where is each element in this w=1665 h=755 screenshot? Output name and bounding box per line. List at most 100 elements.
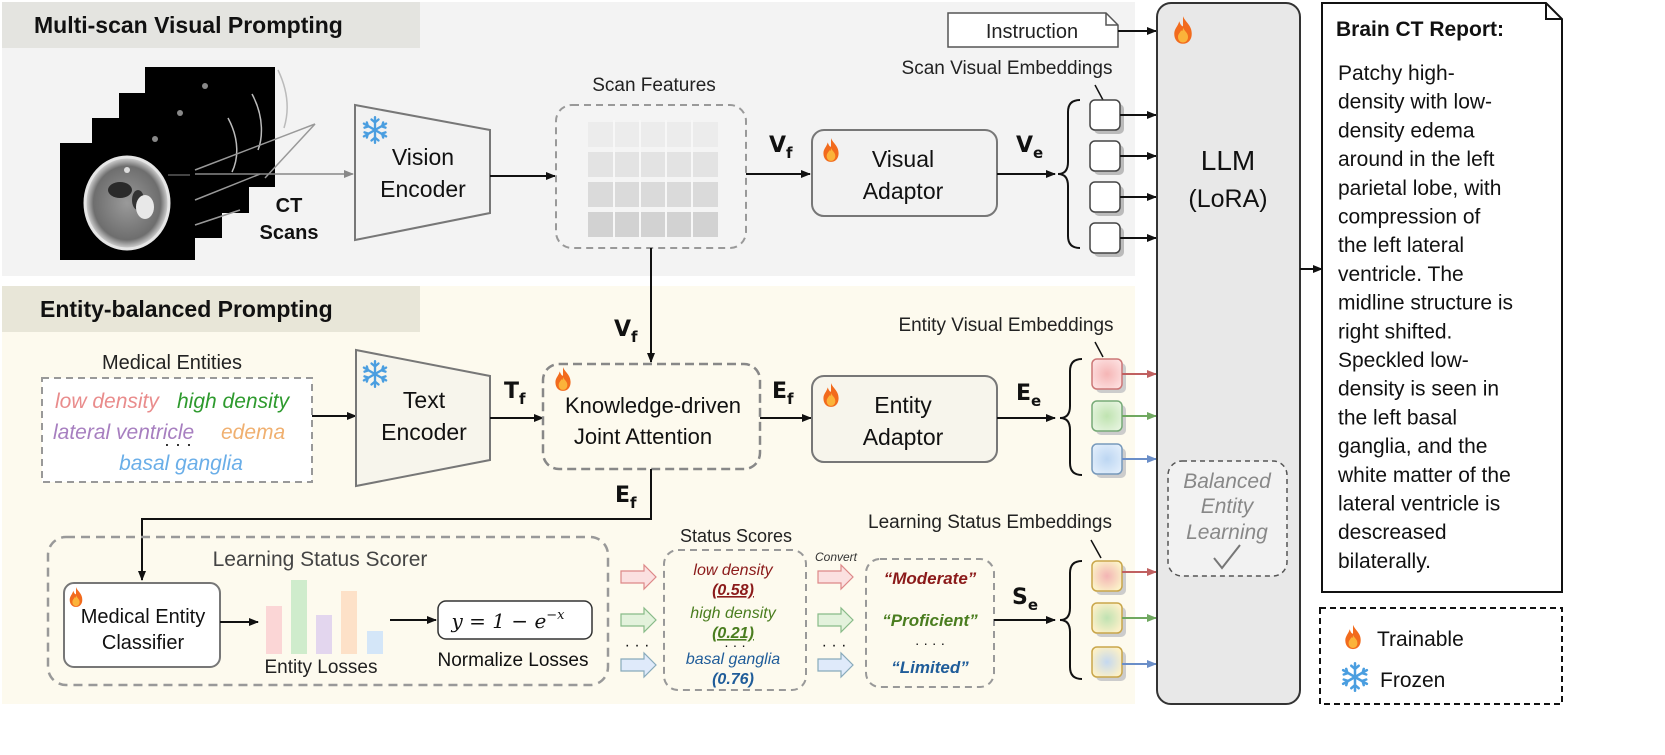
svg-text:· · ·: · · · [625, 637, 650, 654]
status-label: “Limited” [891, 658, 969, 677]
report-line: right shifted. [1338, 320, 1452, 343]
report-line: lateral ventricle is [1338, 493, 1500, 516]
status-embeddings-brace [1059, 560, 1083, 680]
checkmark-icon [1213, 544, 1241, 570]
entity-ellipsis: · · · [164, 434, 192, 454]
entity-high-density: high density [177, 390, 291, 413]
status-score-value: (0.76) [712, 671, 754, 688]
report-line: descreased [1338, 521, 1447, 544]
symbol-ef-right: Ef [772, 379, 794, 408]
section-title-multi-scan: Multi-scan Visual Prompting [34, 12, 343, 38]
convert-label: Convert [815, 550, 858, 564]
report-text: Patchy high-density with low-density ede… [1337, 62, 1513, 573]
scan-embeddings-brace [1057, 99, 1081, 249]
text-encoder-label-1: Text [403, 387, 446, 413]
report-line: bilaterally. [1338, 550, 1431, 573]
status-scores-list: low density(0.58)high density(0.21)basal… [686, 562, 780, 688]
report-line: ganglia, and the [1338, 435, 1487, 458]
report-line: the left lateral [1338, 234, 1464, 257]
symbol-se: Se [1012, 585, 1038, 614]
loss-bar-edema [341, 591, 357, 654]
scan-visual-embedding-tokens [1089, 99, 1157, 257]
learning-status-scorer-title: Learning Status Scorer [213, 548, 428, 571]
status-scores-title: Status Scores [680, 526, 792, 546]
report-line: compression of [1338, 206, 1481, 229]
balanced-entity-learning-box [1167, 460, 1288, 577]
kdja-label-2: Joint Attention [574, 424, 712, 449]
medical-entity-classifier-block [63, 582, 221, 668]
report-line: ventricle. The [1338, 263, 1464, 286]
text-encoder-block [355, 348, 491, 488]
status-score-ellipsis: · · · [724, 637, 746, 653]
instruction-label: Instruction [986, 21, 1078, 43]
medical-entities-title: Medical Entities [102, 352, 242, 374]
entity-adaptor-label-1: Entity [874, 392, 932, 418]
entity-visual-embedding-tokens [1091, 358, 1157, 478]
report-title: Brain CT Report: [1336, 18, 1504, 41]
legend-frozen: Frozen [1380, 669, 1445, 692]
kdja-label-1: Knowledge-driven [565, 393, 741, 418]
scorer-output-arrows: · · · [620, 563, 657, 679]
entity-adaptor-label-2: Adaptor [863, 424, 944, 450]
report-line: around in the left [1338, 148, 1495, 171]
status-label: “Proficient” [882, 611, 978, 630]
normalize-losses-label: Normalize Losses [438, 650, 589, 671]
entity-basal-ganglia: basal ganglia [119, 452, 243, 475]
loss-bar-low-density [266, 606, 282, 654]
balanced-label-3: Learning [1186, 521, 1268, 544]
symbol-ef-down: Ef [615, 483, 637, 512]
lora-label: (LoRA) [1188, 185, 1267, 213]
report-line: Speckled low- [1338, 349, 1469, 372]
report-line: density is seen in [1338, 378, 1499, 401]
symbol-tf: Tf [504, 379, 526, 408]
ct-scans-label-line1: CT [276, 195, 303, 217]
brain-image [83, 155, 171, 251]
report-line: density edema [1338, 119, 1475, 142]
symbol-ee: Ee [1016, 381, 1041, 410]
entity-low-density: low density [55, 390, 160, 413]
scan-features-title: Scan Features [592, 75, 716, 96]
normalize-formula: y = 1 − e−x [450, 608, 565, 633]
svg-text:· · ·: · · · [822, 637, 847, 654]
text-encoder-label-2: Encoder [381, 419, 467, 445]
visual-adaptor-label-2: Adaptor [863, 178, 944, 204]
learning-status-scorer-box [46, 535, 610, 687]
status-score-entity: basal ganglia [686, 651, 780, 668]
classifier-label-2: Classifier [102, 632, 185, 654]
loss-bar-lateral-ventricle [316, 615, 332, 654]
entity-edema: edema [221, 421, 285, 444]
status-labels-box [865, 558, 995, 688]
report-line: midline structure is [1338, 292, 1513, 315]
scan-feature-grid [588, 120, 718, 239]
report-line: Patchy high- [1338, 62, 1455, 85]
convert-arrows: · · · [817, 563, 854, 679]
status-label: “Moderate” [884, 569, 977, 588]
status-score-value: (0.21) [712, 625, 754, 642]
classifier-label-1: Medical Entity [81, 606, 206, 628]
scan-visual-embeddings-title: Scan Visual Embeddings [902, 58, 1113, 79]
report-line: white matter of the [1337, 464, 1511, 487]
instruction-box [947, 12, 1119, 48]
ct-scans-label-line2: Scans [260, 222, 319, 244]
loss-bar-basal-ganglia [367, 631, 383, 654]
ct-scan-stack [60, 67, 354, 260]
report-document [1321, 2, 1563, 593]
balanced-label-1: Balanced [1183, 470, 1272, 493]
visual-adaptor-label-1: Visual [872, 146, 934, 172]
symbol-vf-top: Vf [769, 133, 793, 162]
medical-entities-box [41, 377, 313, 483]
entity-lateral-ventricle: lateral ventricle [53, 421, 194, 444]
loss-bar-high-density [291, 580, 307, 654]
report-line: the left basal [1338, 406, 1457, 429]
multi-scan-label-bg [2, 2, 420, 48]
normalize-formula-box [437, 600, 593, 640]
symbol-ve: Ve [1016, 133, 1043, 162]
legend-box [1319, 607, 1563, 705]
symbol-vf-down: Vf [614, 317, 638, 346]
status-score-entity: low density [693, 562, 773, 579]
section-title-entity-balanced: Entity-balanced Prompting [40, 296, 333, 322]
balanced-label-2: Entity [1201, 495, 1255, 518]
entity-losses-label: Entity Losses [265, 657, 378, 678]
llm-block [1156, 2, 1301, 705]
